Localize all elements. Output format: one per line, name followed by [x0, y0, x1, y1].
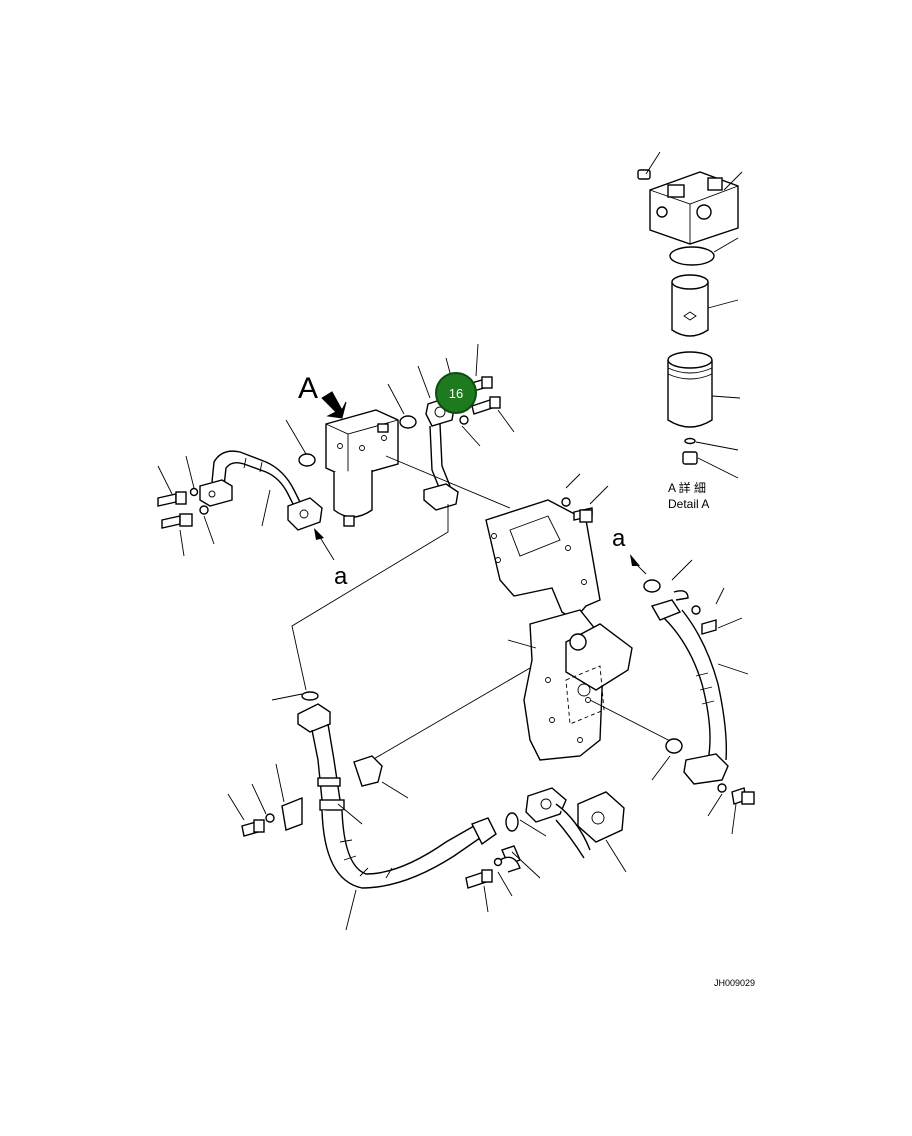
- lower-middle-parts: [465, 787, 625, 889]
- part-callout-16[interactable]: 16: [435, 372, 477, 414]
- view-arrow: [321, 391, 347, 419]
- view-letter: A: [298, 372, 318, 405]
- tube-center-vertical: [423, 397, 459, 511]
- connection-label-right: a: [612, 525, 626, 552]
- o-ring: [298, 453, 316, 467]
- bolts-left: [157, 487, 209, 529]
- tube-upper-left: [199, 450, 323, 531]
- detail-caption-en: Detail A: [668, 497, 709, 511]
- filter-block: [325, 409, 399, 527]
- hose-lower: [241, 691, 497, 889]
- mounting-bracket: [485, 499, 633, 761]
- connection-label-left: a: [334, 563, 348, 590]
- detail-a-filter-assembly: [637, 151, 743, 479]
- drawing-number: JH009029: [714, 978, 755, 988]
- callout-number: 16: [449, 386, 463, 401]
- o-ring: [399, 415, 417, 429]
- hose-right: [643, 579, 755, 805]
- washer: [561, 497, 571, 507]
- detail-caption-jp: A 詳 細: [668, 480, 706, 495]
